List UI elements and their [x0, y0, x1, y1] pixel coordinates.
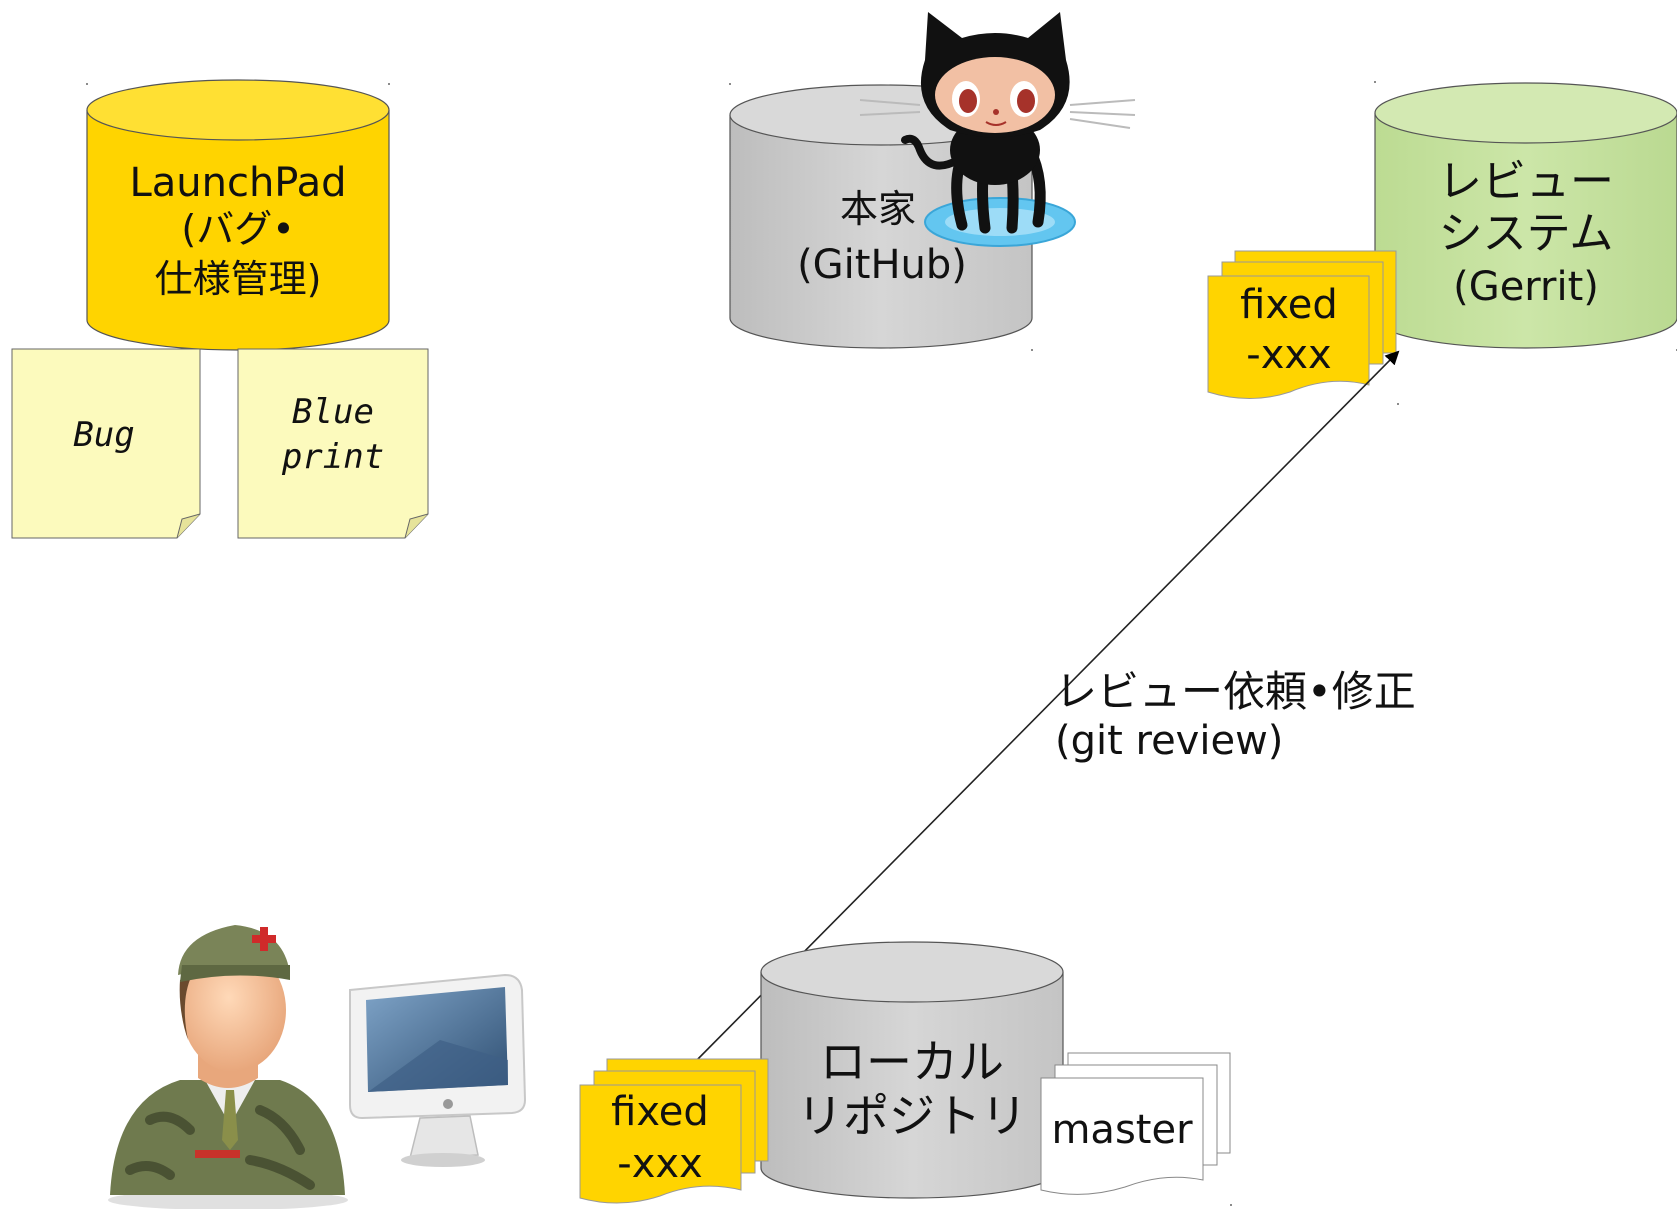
octocat-icon [859, 12, 1136, 247]
gerrit-label-1: レビュー [1438, 156, 1614, 207]
note-bug: Bug [11, 348, 201, 539]
note-bug-label: Bug [73, 415, 134, 455]
gerrit-label-2: システム [1439, 208, 1614, 259]
note-blueprint: Blue print [237, 348, 429, 539]
launchpad-database: LaunchPad (バグ• 仕様管理) [86, 79, 390, 351]
launchpad-subtitle-2: 仕様管理) [155, 257, 322, 301]
local-label-2: リポジトリ [797, 1089, 1027, 1143]
gerrit-label-3: (Gerrit) [1453, 264, 1599, 310]
github-label-2: (GitHub) [797, 242, 967, 288]
local-branch-fixed: fixed -xxx [579, 1058, 769, 1204]
gerrit-branch-label-2: -xxx [1246, 332, 1331, 378]
gerrit-branch-label-1: fixed [1240, 282, 1338, 328]
github-label-1: 本家 [840, 187, 916, 231]
gerrit-database: レビュー システム (Gerrit) [1374, 82, 1677, 349]
launchpad-title: LaunchPad [129, 160, 346, 206]
local-repository-database: ローカル リポジトリ [760, 941, 1064, 1199]
note-blueprint-line1: Blue [292, 392, 374, 432]
local-branch-master-label: master [1051, 1107, 1193, 1153]
selection-markers [86, 81, 1677, 1206]
arrow-label-2: (git review) [1055, 718, 1283, 764]
arrow-label-1: レビュー依頼•修正 [1055, 667, 1416, 716]
note-blueprint-line2: print [281, 437, 384, 477]
gerrit-branch-fixed: fixed -xxx [1207, 250, 1397, 399]
developer-avatar-icon [108, 925, 348, 1209]
local-branch-master: master [1040, 1052, 1231, 1195]
launchpad-subtitle-1: (バグ• [181, 207, 294, 251]
computer-monitor-icon [349, 973, 527, 1167]
local-label-1: ローカル [820, 1035, 1004, 1089]
local-branch-fixed-label-2: -xxx [617, 1141, 702, 1187]
local-branch-fixed-label-1: fixed [611, 1089, 709, 1135]
review-arrow: レビュー依頼•修正 (git review) [689, 350, 1416, 1068]
